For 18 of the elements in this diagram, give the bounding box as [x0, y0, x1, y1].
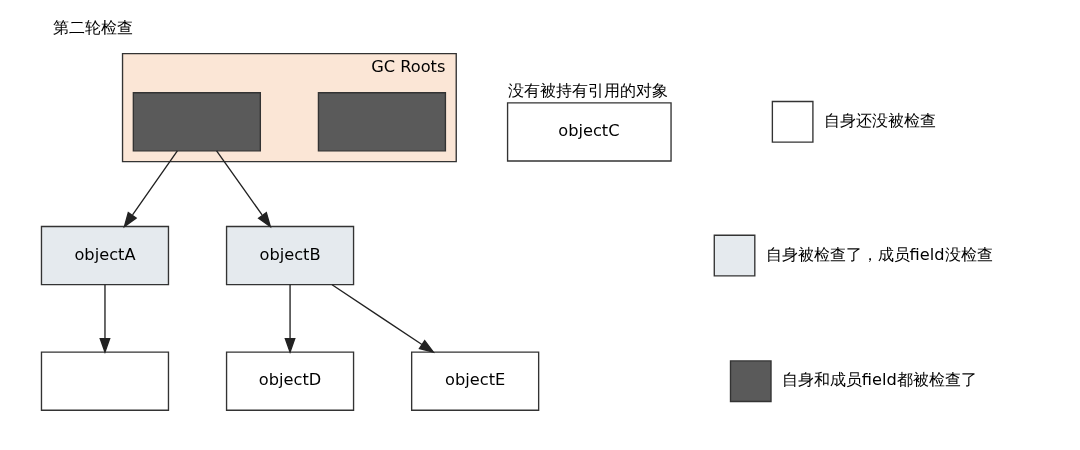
arrow	[331, 283, 436, 353]
legend-label: 自身被检查了，成员field没检查	[765, 244, 993, 264]
diagram-title: 第二轮检查	[53, 17, 134, 37]
node-box: objectB	[225, 225, 355, 285]
legend-label: 自身还没被检查	[823, 110, 936, 130]
node-box	[40, 351, 170, 411]
node-box	[317, 91, 447, 152]
node-box: objectD	[225, 351, 355, 411]
arrow	[99, 283, 111, 354]
arrow	[123, 149, 179, 228]
arrow	[284, 283, 296, 354]
arrow	[215, 149, 272, 228]
cluster: GC Roots	[121, 52, 457, 162]
node-box: objectE	[410, 351, 540, 411]
node-box: objectA	[40, 225, 170, 285]
node-box	[132, 91, 261, 152]
legend-label: 自身和成员field都被检查了	[781, 369, 977, 389]
node-label: 没有被持有引用的对象	[507, 80, 668, 100]
